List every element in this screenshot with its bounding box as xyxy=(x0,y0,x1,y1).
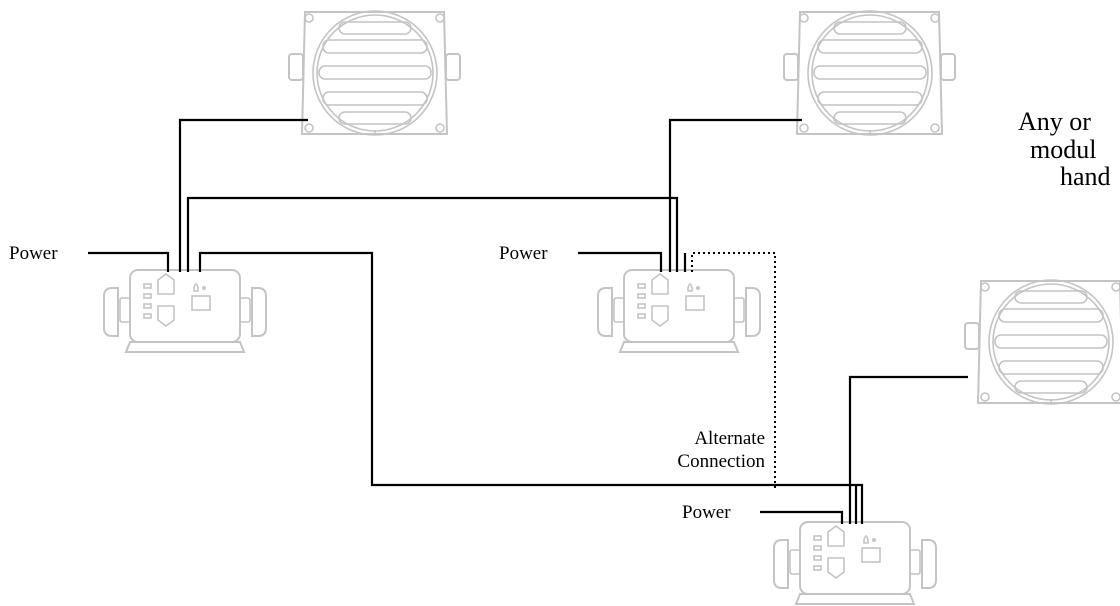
caption-line3: hand xyxy=(1060,162,1111,191)
caption-line1: Any or xyxy=(1018,107,1091,136)
alternate-connection-wire xyxy=(691,252,776,490)
alternate-label-line1: Alternate xyxy=(694,428,765,449)
speaker-1-icon xyxy=(288,10,461,136)
speaker-2-icon xyxy=(783,10,956,136)
power-label-1: Power xyxy=(9,243,58,264)
caption-line2: modul xyxy=(1030,135,1097,164)
module-1-to-module-3-wire xyxy=(198,251,864,524)
power-wire-1 xyxy=(88,251,170,272)
speaker-2-wire xyxy=(668,118,802,272)
alternate-label-line2: Connection xyxy=(677,451,765,472)
power-wire-3 xyxy=(760,510,844,524)
module-1-icon xyxy=(103,269,267,353)
power-label-2: Power xyxy=(499,243,548,264)
module-1-to-module-2-wire xyxy=(186,196,679,272)
speaker-3-wire xyxy=(848,375,968,524)
module-3-icon xyxy=(773,521,937,605)
module-2-icon xyxy=(597,269,761,353)
power-wire-2 xyxy=(578,251,663,272)
power-label-3: Power xyxy=(682,502,731,523)
speaker-1-wire xyxy=(178,118,308,272)
speaker-3-icon xyxy=(964,279,1120,405)
